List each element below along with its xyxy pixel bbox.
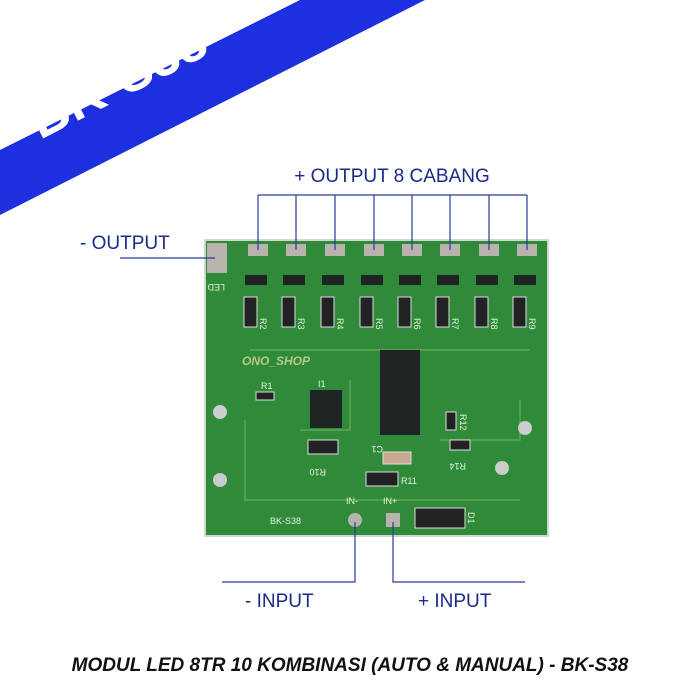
- transistor: [514, 275, 536, 285]
- transistor: [245, 275, 267, 285]
- resistor-label: R9: [527, 318, 537, 330]
- product-caption: MODUL LED 8TR 10 KOMBINASI (AUTO & MANUA…: [71, 655, 629, 676]
- banner-band: [0, 0, 425, 215]
- input-plus-label: + INPUT: [418, 591, 492, 612]
- resistor-r14: [449, 439, 471, 451]
- transistor: [283, 275, 305, 285]
- resistor: [359, 296, 374, 328]
- board-model-label: BK-S38: [270, 516, 301, 526]
- resistor-r10: [307, 439, 339, 455]
- resistor-r1: [255, 391, 275, 401]
- diode-d1-label: D1: [466, 512, 476, 524]
- pad-in-plus: [386, 513, 400, 527]
- mount-hole: [213, 473, 227, 487]
- ic-i1-label: I1: [318, 379, 326, 389]
- resistor-r10-label: R10: [309, 467, 326, 477]
- transistor: [437, 275, 459, 285]
- resistor: [474, 296, 489, 328]
- led-pad: [207, 243, 227, 273]
- resistor-label: R8: [489, 318, 499, 330]
- led-label: LED: [207, 282, 225, 292]
- watermark: ONO_SHOP: [242, 354, 311, 368]
- diode-d1: [414, 507, 466, 529]
- resistor: [243, 296, 258, 328]
- mount-hole: [495, 461, 509, 475]
- annotation-lines: [120, 194, 527, 583]
- resistor: [512, 296, 527, 328]
- resistor-r14-label: R14: [449, 461, 466, 471]
- resistor-label: R4: [335, 318, 345, 330]
- pin-in-minus-label: IN-: [346, 496, 358, 506]
- transistor: [476, 275, 498, 285]
- resistor: [281, 296, 296, 328]
- resistor-r12-label: R12: [458, 414, 468, 431]
- output-minus-label: - OUTPUT: [80, 233, 170, 254]
- resistor-label: R2: [258, 318, 268, 330]
- resistor-r1-label: R1: [261, 381, 273, 391]
- mount-hole: [518, 421, 532, 435]
- transistor: [361, 275, 383, 285]
- ic-main: [380, 350, 420, 435]
- input-minus-label: - INPUT: [245, 591, 314, 612]
- resistor-label: R3: [296, 318, 306, 330]
- resistor-label: R7: [450, 318, 460, 330]
- resistor: [435, 296, 450, 328]
- capacitor-c1: [382, 451, 412, 465]
- resistor-label: R5: [374, 318, 384, 330]
- mount-hole: [213, 405, 227, 419]
- transistor: [399, 275, 421, 285]
- resistor: [397, 296, 412, 328]
- resistor-r11: [365, 471, 399, 487]
- pad-in-minus: [348, 513, 362, 527]
- resistor-r12: [445, 411, 457, 431]
- pcb-board: [204, 239, 549, 537]
- pin-in-plus-label: IN+: [383, 496, 397, 506]
- resistor-r11-label: R11: [401, 476, 417, 486]
- transistor: [322, 275, 344, 285]
- ic-i1: [310, 390, 342, 428]
- resistor: [320, 296, 335, 328]
- capacitor-c1-label: C1: [371, 444, 383, 454]
- output-plus-label: + OUTPUT 8 CABANG: [294, 166, 490, 187]
- resistor-label: R6: [412, 318, 422, 330]
